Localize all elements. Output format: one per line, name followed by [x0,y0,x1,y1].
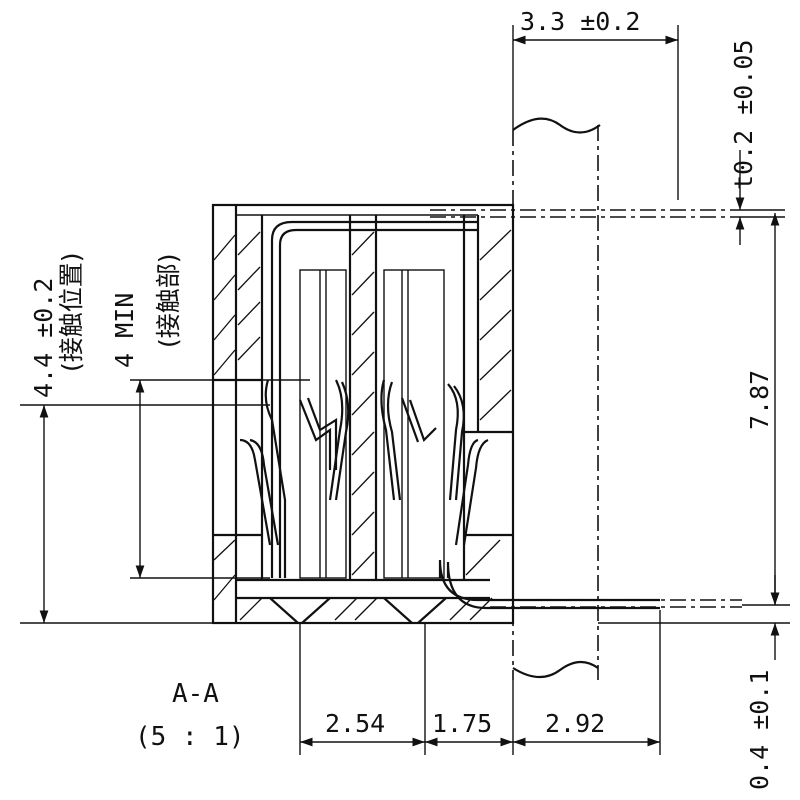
housing-outline [211,203,515,625]
dim-pitch-label: 2.54 [325,709,385,738]
dim-contact-position-label: 4.4 ±0.2 [29,278,58,398]
contact-right [380,269,660,610]
dim-lead-length: 2.92 [513,709,660,747]
bottom-lead [490,599,742,608]
dim-overall-height-label: 7.87 [745,370,774,430]
dim-contact-length-label: 4 MIN [110,293,139,368]
dim-standoff: 0.4 ±0.1 [598,575,790,790]
dim-overall-height: 7.87 [742,213,790,606]
section-caption: A-A [172,679,219,709]
dim-lead-thickness: t0.2 ±0.05 [729,39,785,245]
dim-pitch: 2.54 [300,709,425,747]
dim-contact-length: 4 MIN (接触部) [110,253,310,579]
dim-lead-width: 3.3 ±0.2 [512,7,679,200]
section-hatching [213,229,512,621]
dim-lead-length-label: 2.92 [545,709,605,738]
dim-row-offset: 1.75 [425,709,513,747]
dim-standoff-label: 0.4 ±0.1 [745,670,774,790]
dim-row-offset-label: 1.75 [432,709,492,738]
section-scale: (5 : 1) [135,722,245,752]
top-lead [430,209,742,218]
dim-contact-length-note: (接触部) [154,253,183,348]
pcb-break-outline [512,117,601,680]
dim-lead-width-label: 3.3 ±0.2 [520,7,640,36]
contact-left [239,220,478,579]
dim-lead-thickness-label: t0.2 ±0.05 [729,39,758,190]
dim-contact-position: 4.4 ±0.2 (接触位置) [20,252,270,624]
dim-contact-position-note: (接触位置) [57,252,86,372]
